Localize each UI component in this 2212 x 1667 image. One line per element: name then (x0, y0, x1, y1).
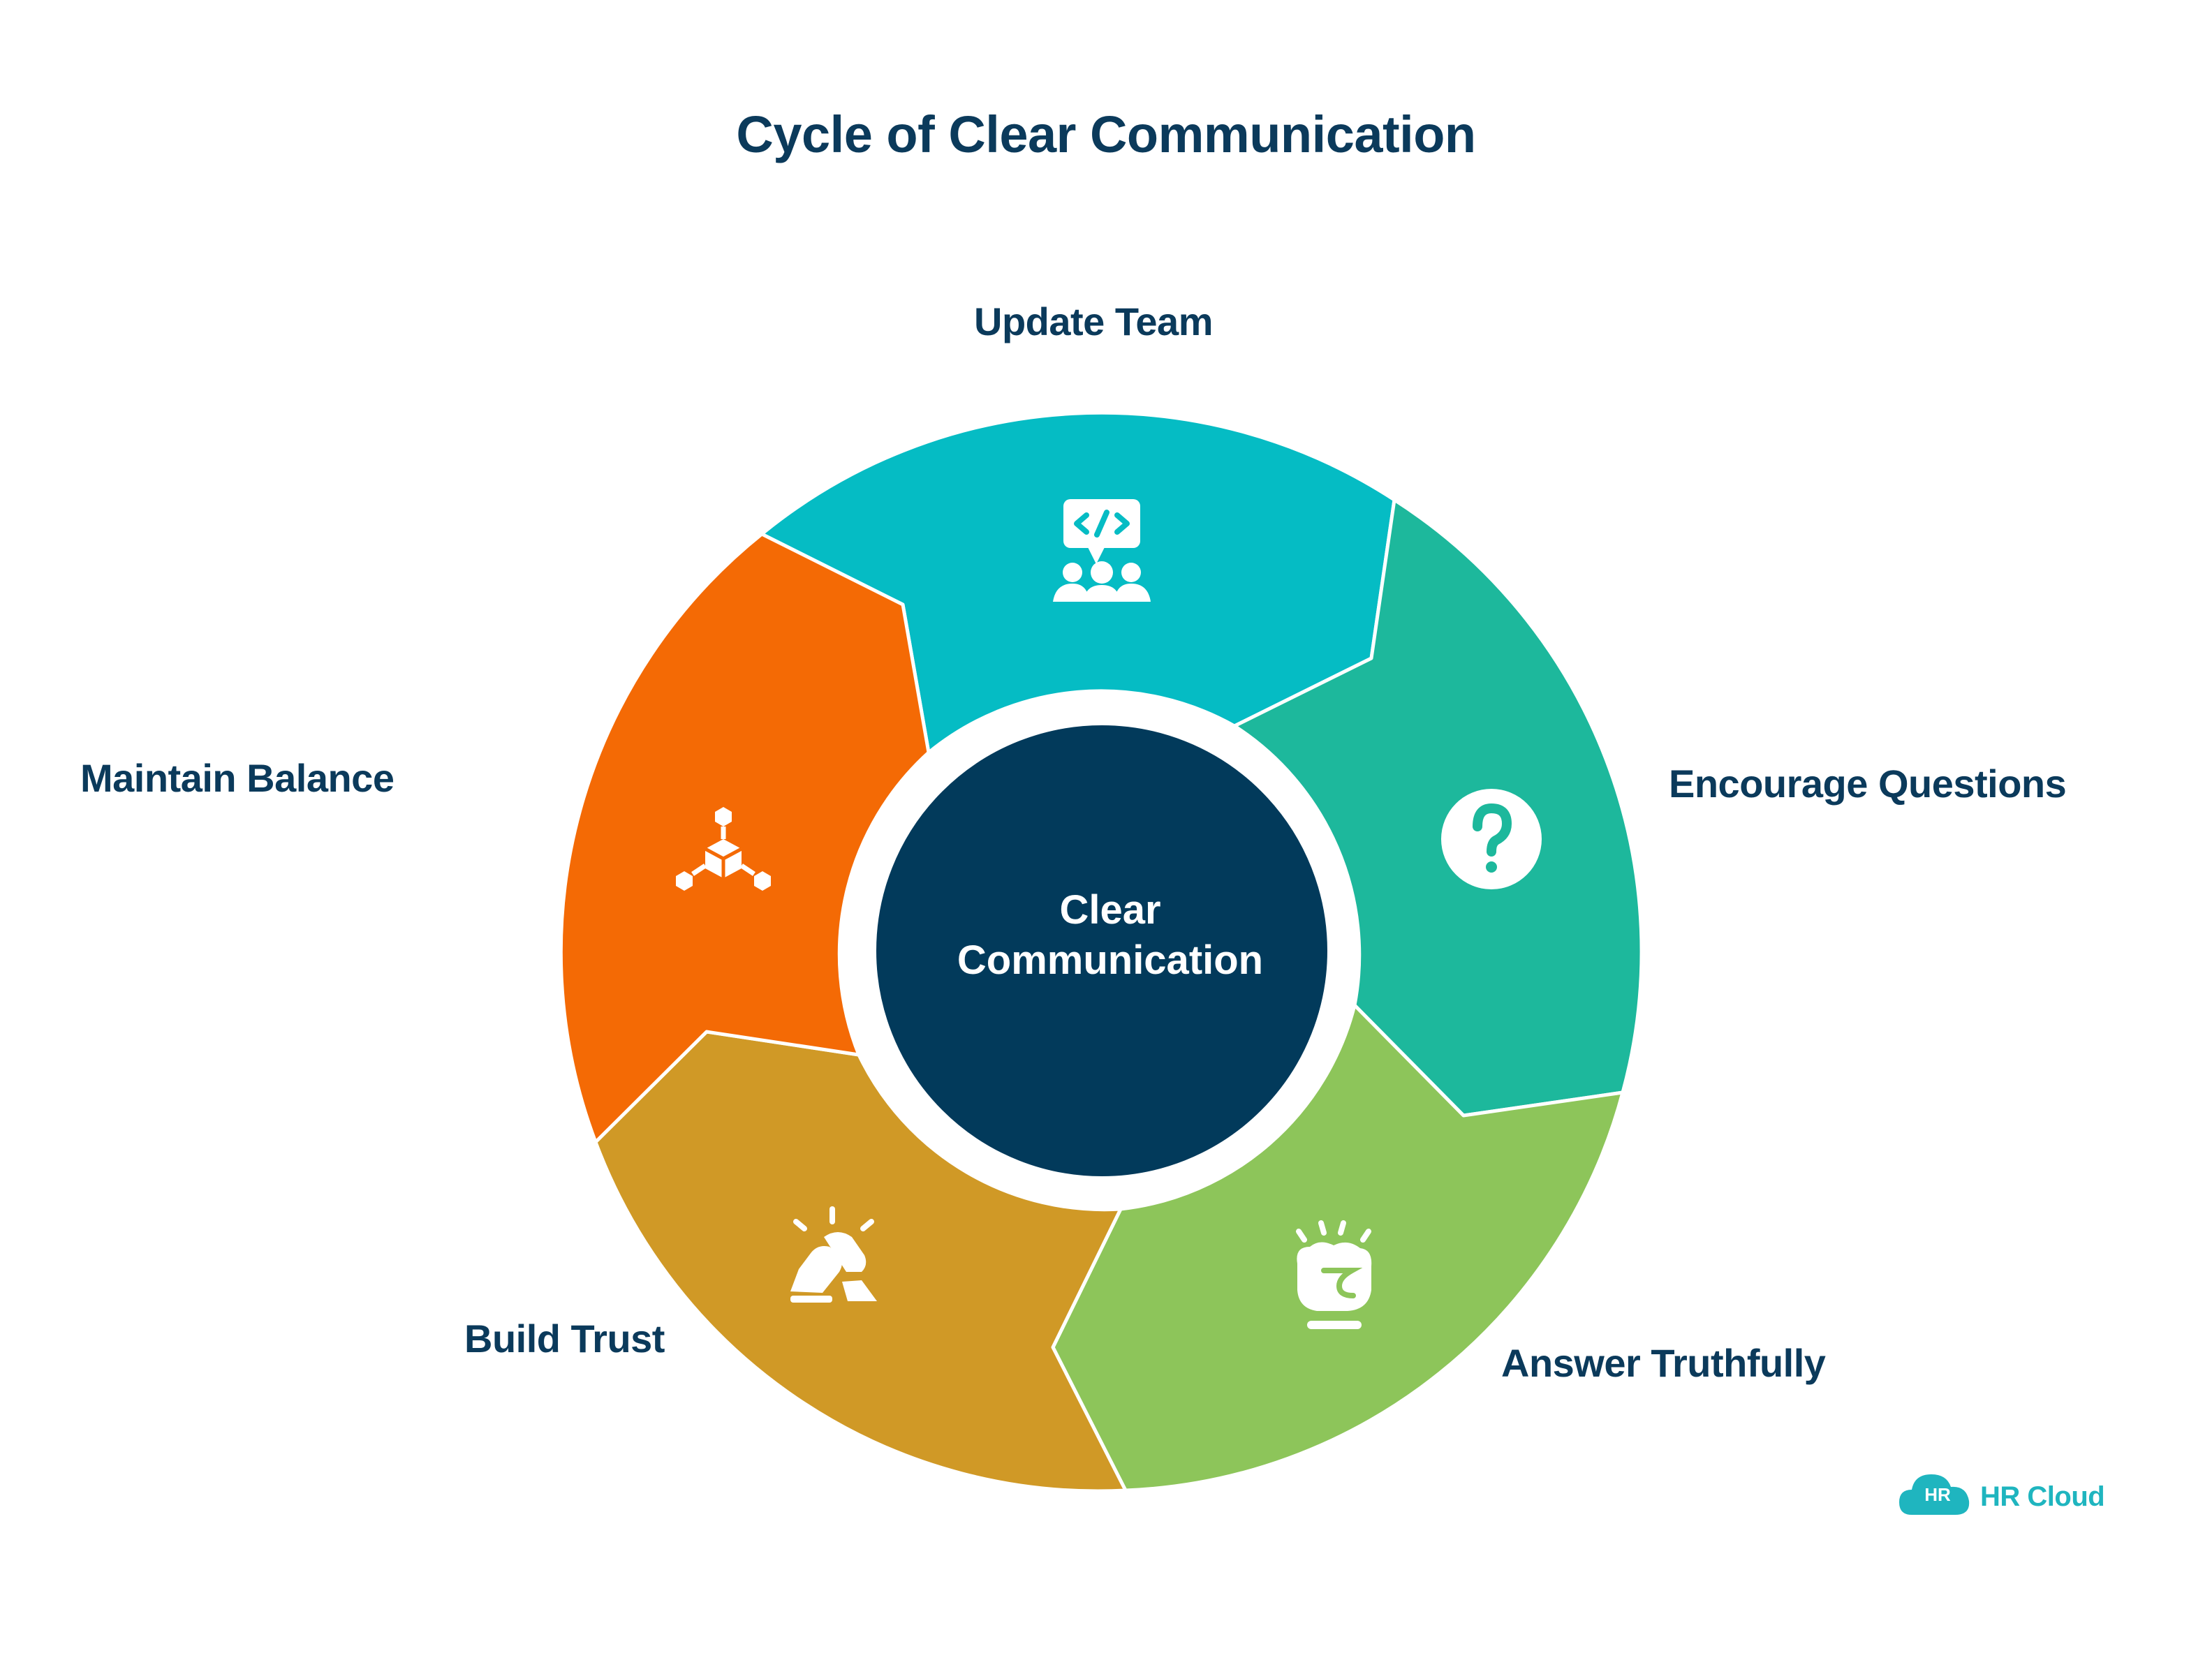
team-code-chat-icon (1053, 499, 1151, 602)
center-label: Clear Communication (859, 885, 1362, 986)
label-update-team: Update Team (974, 299, 1213, 343)
label-build-trust: Build Trust (464, 1317, 665, 1361)
honest-hand-icon (1296, 1220, 1372, 1329)
center-label-line2: Communication (957, 938, 1264, 983)
segment-update-team (760, 410, 1396, 755)
diagram-title: Cycle of Clear Communication (736, 105, 1476, 163)
logo-badge-text: HR (1924, 1484, 1951, 1505)
question-icon (1441, 789, 1542, 889)
segment-maintain-balance (559, 532, 931, 1144)
logo-text: HR Cloud (1980, 1481, 2105, 1512)
hr-cloud-logo-badge (1899, 1474, 1970, 1515)
center-circle (848, 697, 1355, 1204)
label-encourage-questions: Encourage Questions (1669, 762, 2067, 806)
center-label-line1: Clear (1059, 887, 1161, 933)
label-maintain-balance: Maintain Balance (80, 756, 395, 800)
trust-hand-icon (790, 1206, 877, 1303)
segment-encourage-questions (1232, 498, 1644, 1118)
hr-cloud-logo: HR HR Cloud (1908, 1474, 2104, 1519)
balance-network-icon (676, 807, 771, 891)
label-answer-truthfully: Answer Truthfully (1501, 1341, 1826, 1385)
